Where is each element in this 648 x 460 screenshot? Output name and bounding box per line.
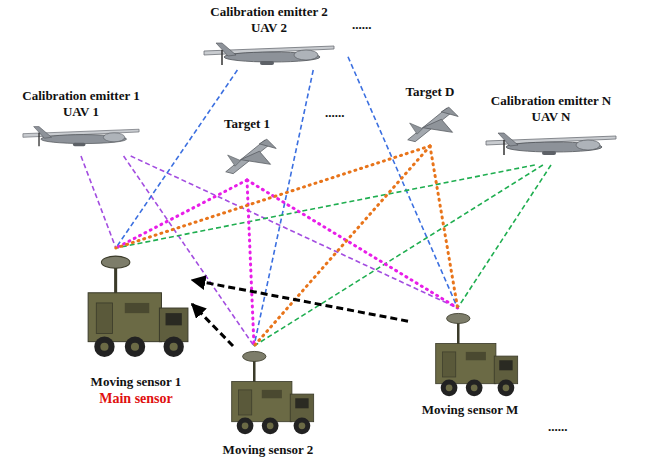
emitter-name: Calibration emitter 2 bbox=[210, 4, 327, 20]
ellipsis-mark: ...... bbox=[352, 18, 372, 32]
target-name: Target 1 bbox=[224, 116, 270, 132]
truck-icon bbox=[232, 351, 314, 434]
sensor-name: Moving sensor 1 bbox=[91, 374, 182, 390]
calibration-signal-path bbox=[458, 165, 551, 308]
ellipsis-mark: ...... bbox=[548, 420, 568, 434]
uav-icon bbox=[486, 133, 616, 155]
target-signal-path bbox=[116, 180, 247, 248]
main-sensor-tag: Main sensor bbox=[99, 390, 173, 408]
sensor-node: Moving sensor M bbox=[408, 308, 532, 418]
calibration-signal-path bbox=[131, 156, 458, 308]
target-signal-path bbox=[116, 146, 430, 248]
calibration-signal-path bbox=[81, 156, 116, 248]
sensor-node: Moving sensor 2 bbox=[198, 346, 338, 458]
data-link-arrow bbox=[192, 304, 233, 346]
emitter-node: Calibration emitter NUAV N bbox=[470, 93, 632, 165]
target-signal-path bbox=[247, 180, 458, 308]
sensor-name: Moving sensor 2 bbox=[223, 442, 314, 458]
jet-icon bbox=[408, 107, 458, 142]
uav-icon bbox=[23, 127, 139, 147]
target-name: Target D bbox=[406, 84, 455, 100]
jet-icon bbox=[226, 139, 276, 174]
truck-icon bbox=[436, 313, 518, 396]
calibration-signal-path bbox=[116, 165, 535, 248]
target-signal-path bbox=[254, 146, 430, 346]
calibration-signal-path bbox=[254, 70, 313, 346]
sensor-node: Moving sensor 1Main sensor bbox=[80, 248, 192, 408]
emitter-name: Calibration emitter 1 bbox=[22, 88, 139, 104]
truck-icon bbox=[88, 256, 188, 357]
uav-icon bbox=[204, 43, 334, 65]
ellipsis-mark: ...... bbox=[325, 106, 345, 120]
uav-name: UAV 2 bbox=[251, 20, 287, 36]
target-node: Target D bbox=[398, 84, 462, 146]
uav-name: UAV N bbox=[532, 109, 571, 125]
sensor-name: Moving sensor M bbox=[422, 402, 519, 418]
calibration-signal-path bbox=[348, 57, 458, 308]
emitter-name: Calibration emitter N bbox=[491, 93, 611, 109]
emitter-node: Calibration emitter 2UAV 2 bbox=[190, 4, 348, 70]
data-link-arrow bbox=[192, 280, 408, 321]
target-signal-path bbox=[430, 146, 458, 308]
target-node: Target 1 bbox=[213, 116, 281, 180]
emitter-node: Calibration emitter 1UAV 1 bbox=[10, 88, 152, 156]
calibration-signal-path bbox=[254, 165, 543, 346]
uav-name: UAV 1 bbox=[63, 104, 99, 120]
